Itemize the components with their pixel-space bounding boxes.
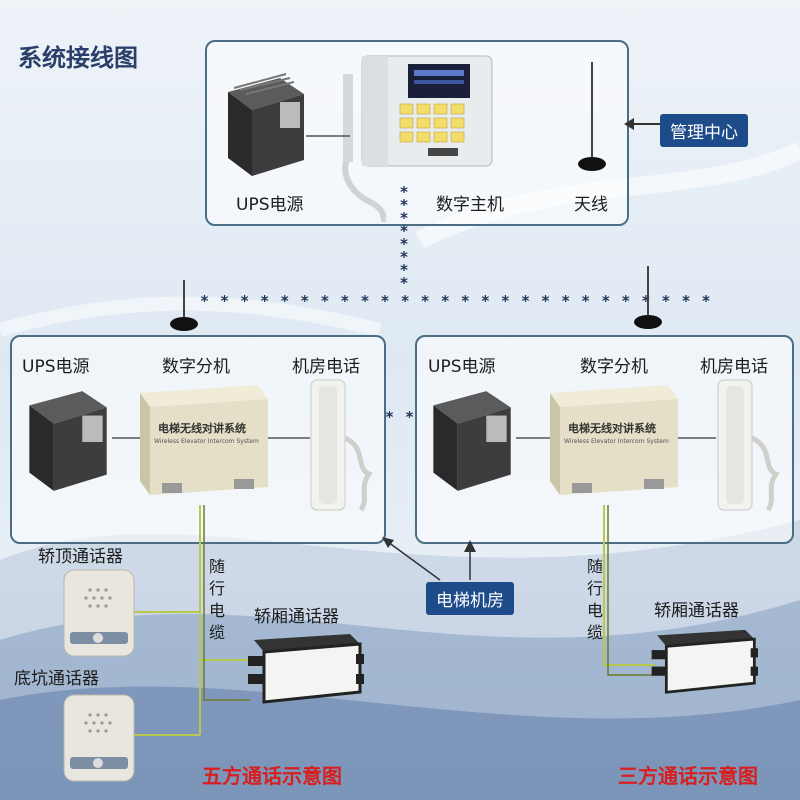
left-machine-room-phone-icon [310, 379, 373, 512]
cable-char: 随 [208, 557, 225, 576]
three-way-caption: 三方通话示意图 [618, 764, 758, 788]
right-phone-label: 机房电话 [700, 357, 768, 377]
left-device-cn-text: 电梯无线对讲系统 [158, 422, 246, 435]
left-extension-unit-icon [140, 385, 268, 495]
pit-intercom-icon [63, 694, 135, 782]
antenna-icon [578, 62, 606, 171]
pit-intercom-label: 底坑通话器 [14, 669, 99, 689]
right-cabin-intercom-label: 轿厢通话器 [654, 601, 739, 621]
right-device-cn-text: 电梯无线对讲系统 [568, 422, 656, 435]
right-travel-cable-label: 随 行 电 缆 [586, 556, 604, 644]
arrow-to-management-icon [624, 118, 662, 130]
left-travel-cable-label: 随 行 电 缆 [208, 556, 226, 644]
left-device-en-text: Wireless Elevator Intercom System [154, 438, 259, 445]
ups-power-icon [228, 73, 304, 176]
left-ups-label: UPS电源 [22, 357, 90, 377]
left-phone-label: 机房电话 [292, 357, 360, 377]
cable-char: 缆 [208, 623, 225, 642]
diagram-title: 系统接线图 [18, 44, 138, 72]
right-extension-unit-icon [550, 385, 678, 495]
cable-char: 缆 [586, 623, 603, 642]
management-center-tag: 管理中心 [660, 114, 748, 147]
main-host-label: 数字主机 [436, 195, 504, 215]
cable-char: 电 [208, 601, 225, 620]
main-ups-label: UPS电源 [236, 195, 304, 215]
right-device-en-text: Wireless Elevator Intercom System [564, 438, 669, 445]
left-cabin-intercom-label: 轿厢通话器 [254, 607, 339, 627]
machine-room-tag: 电梯机房 [426, 582, 514, 615]
right-antenna-icon [634, 266, 662, 329]
left-ups-icon [29, 391, 107, 491]
cable-char: 随 [586, 557, 603, 576]
cable-char: 行 [586, 579, 603, 598]
car-top-intercom-icon [63, 569, 135, 657]
cable-char: 行 [208, 579, 225, 598]
five-way-caption: 五方通话示意图 [202, 764, 342, 788]
right-machine-room-phone-icon [717, 379, 780, 512]
vertical-wireless-link: * * * * * * * * [399, 183, 409, 292]
middle-wireless-link: * * [385, 408, 416, 426]
car-top-intercom-label: 轿顶通话器 [38, 547, 123, 567]
right-ups-label: UPS电源 [428, 357, 496, 377]
right-ups-icon [433, 391, 511, 491]
right-cabin-intercom-icon [651, 629, 758, 694]
left-ext-label: 数字分机 [162, 357, 230, 377]
left-cabin-intercom-icon [248, 634, 364, 704]
left-antenna-icon [170, 280, 198, 331]
right-ext-label: 数字分机 [580, 357, 648, 377]
digital-host-icon [342, 55, 493, 222]
main-antenna-label: 天线 [574, 195, 608, 215]
horizontal-wireless-link: * * * * * * * * * * * * * * * * * * * * … [200, 292, 712, 310]
cable-char: 电 [586, 601, 603, 620]
